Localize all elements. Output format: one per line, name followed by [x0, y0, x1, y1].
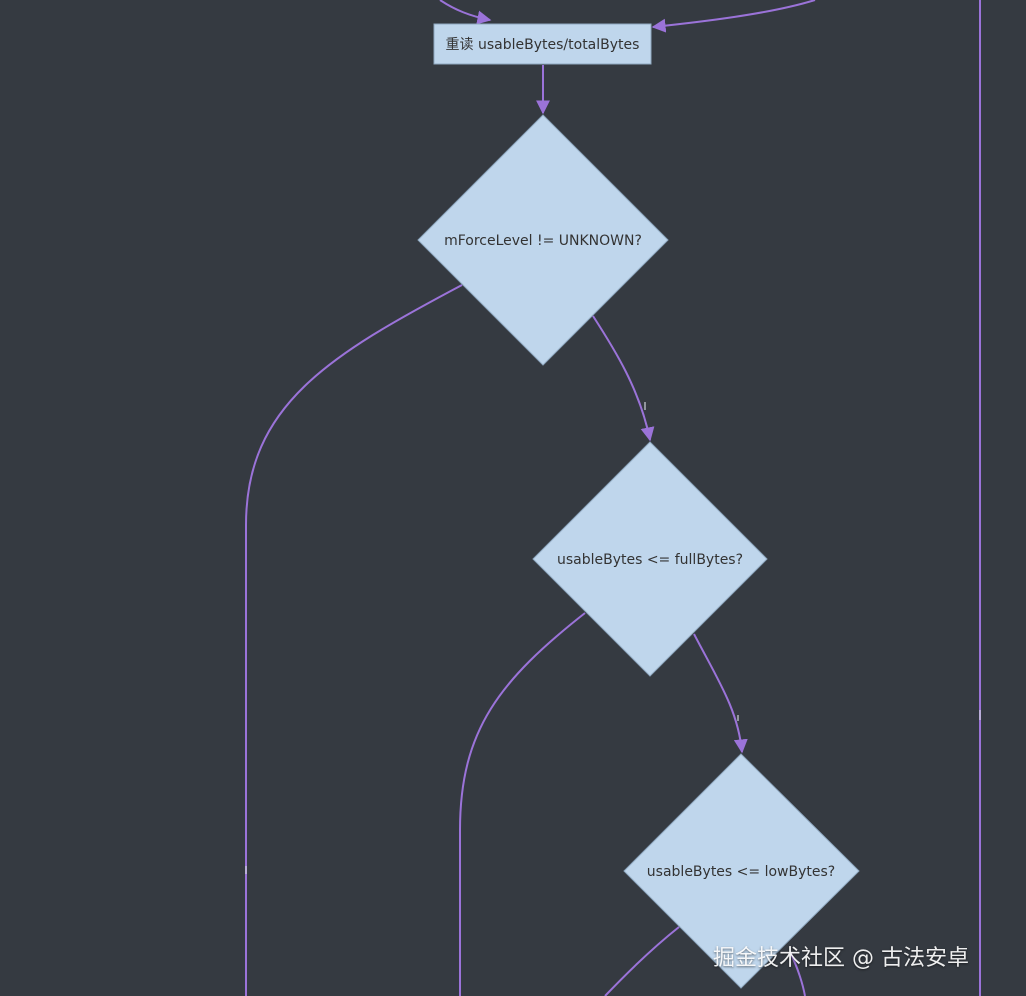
edge-low-check-yes-down [604, 926, 680, 996]
edge-label-tick-2 [245, 866, 247, 874]
node-reread-box [433, 23, 652, 65]
edge-full-check-no-to-low-check [693, 633, 748, 754]
node-low-check-diamond [623, 753, 860, 989]
edge-label-tick-1 [644, 402, 646, 410]
node-low-check: usableBytes <= lowBytes? [623, 753, 860, 989]
node-force-check-label: mForceLevel != UNKNOWN? [444, 233, 642, 249]
edge-label-tick-4 [979, 710, 981, 720]
node-full-check-label: usableBytes <= fullBytes? [557, 552, 743, 568]
edge-top-left-into-reread [439, 0, 492, 25]
node-force-check: mForceLevel != UNKNOWN? [417, 114, 669, 366]
node-reread-label: 重读 usableBytes/totalBytes [446, 36, 640, 53]
watermark: 掘金技术社区 @ 古法安卓 [713, 946, 969, 971]
edge-force-check-yes-left [245, 284, 463, 996]
node-full-check: usableBytes <= fullBytes? [532, 441, 768, 677]
node-force-check-diamond [417, 114, 669, 366]
node-full-check-diamond [532, 441, 768, 677]
edge-low-check-no-down [789, 951, 806, 996]
edge-full-check-yes-left [459, 612, 586, 996]
node-low-check-label: usableBytes <= lowBytes? [647, 864, 835, 880]
edge-force-check-no-to-full-check [592, 315, 655, 442]
edge-label-tick-3 [737, 715, 739, 721]
edge-top-right-into-reread [651, 0, 816, 33]
node-reread: 重读 usableBytes/totalBytes [433, 23, 652, 65]
